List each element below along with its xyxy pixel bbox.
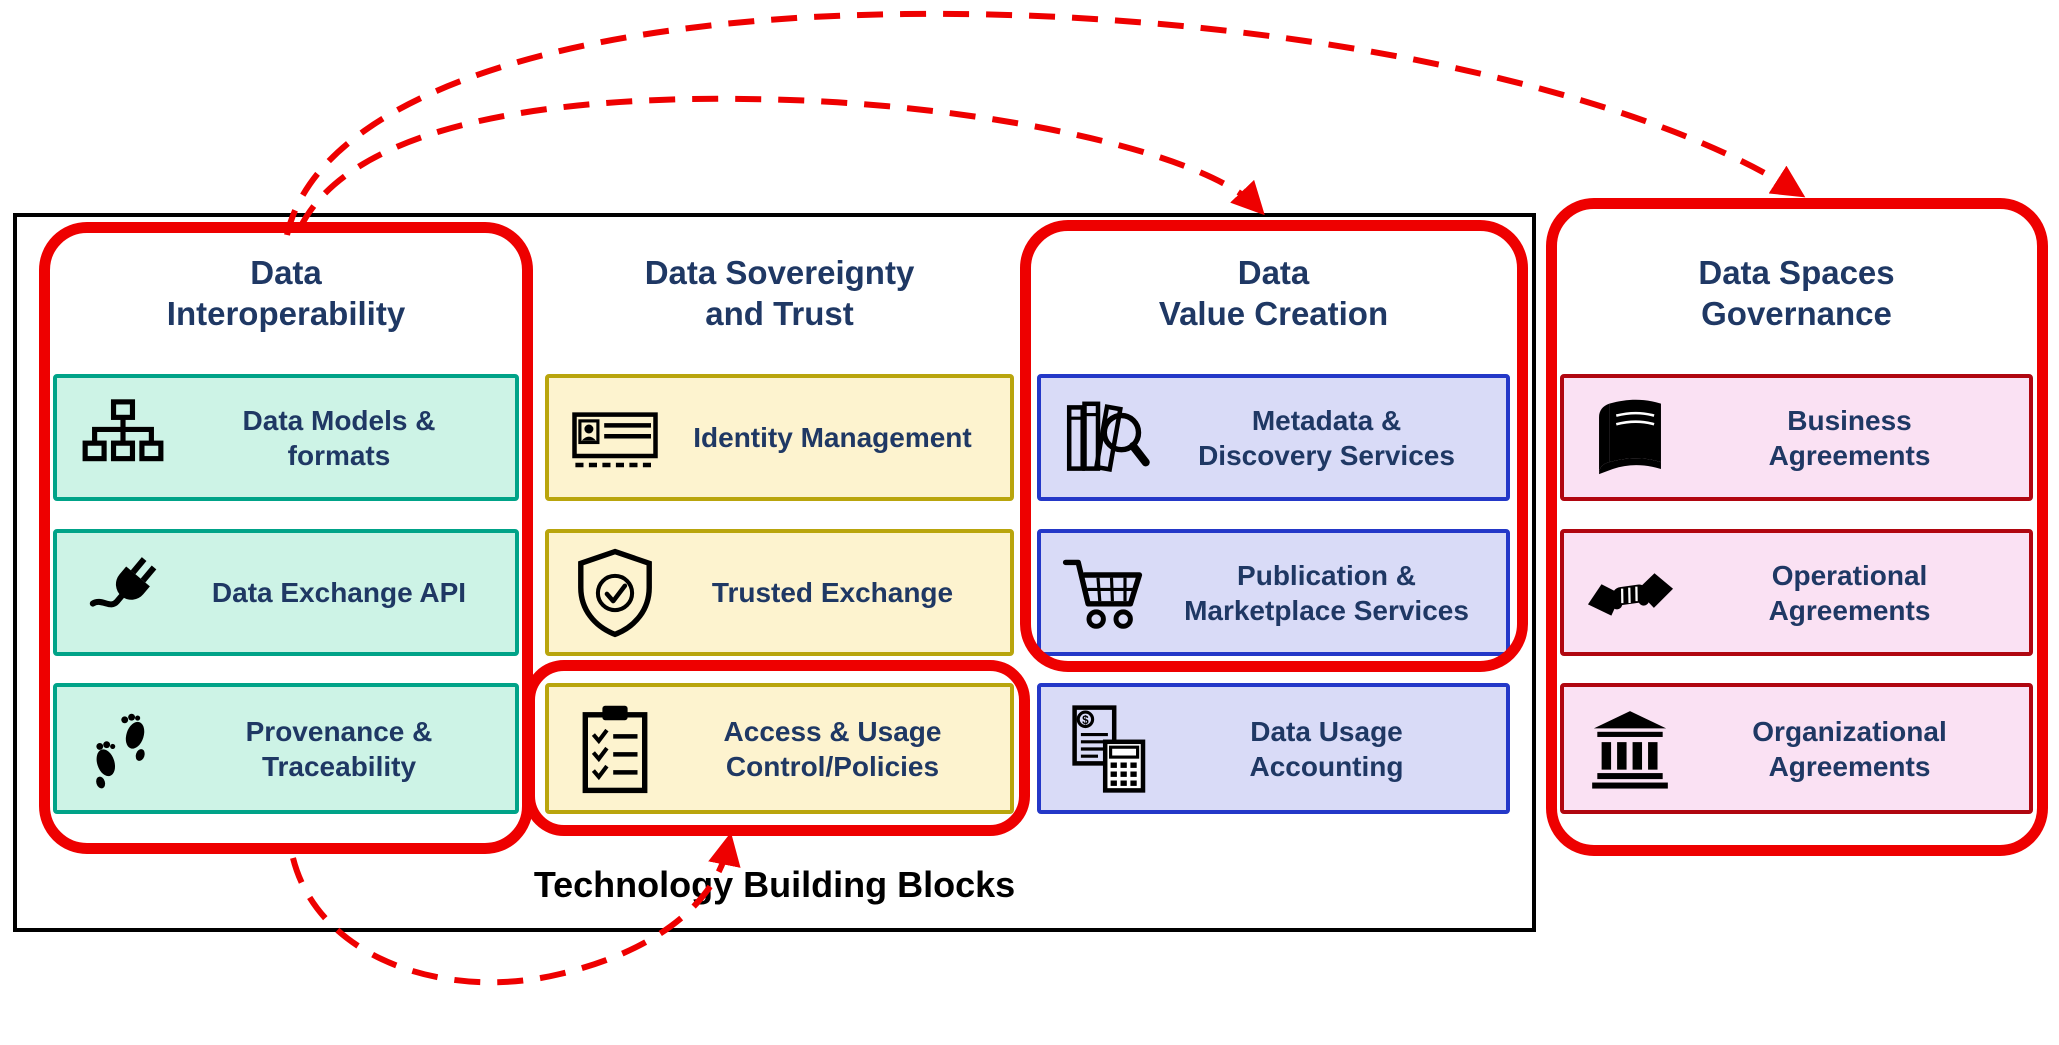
arrow-interoperability-to-governance [284,10,1806,236]
block-organizational-agreements: Organizational Agreements [1560,683,2033,814]
title-data-value-creation: Data Value Creation [1158,254,1389,332]
svg-text:$: $ [1082,713,1089,726]
block-label: Data Models & formats [242,404,436,471]
books-magnifier-icon [1057,388,1157,488]
block-label: Publication & Marketplace Services [1184,559,1469,626]
block-operational-agreements: Operational Agreements [1560,529,2033,656]
block-label: Business Agreements [1768,404,1931,471]
block-data-exchange-api: Data Exchange API [53,529,519,656]
block-identity-management: Identity Management [545,374,1014,501]
block-label: Operational Agreements [1768,559,1931,626]
block-trusted-exchange: Trusted Exchange [545,529,1014,656]
block-data-usage-accounting: $ Data Usage Accounting [1037,683,1510,814]
book-icon [1580,388,1680,488]
block-access-usage-control-policies: Access & Usage Control/Policies [545,683,1014,814]
block-label: Identity Management [693,422,972,453]
block-label: Data Usage Accounting [1249,715,1404,782]
invoice-calculator-icon: $ [1057,699,1157,799]
clipboard-checklist-icon [565,699,665,799]
block-label: Data Exchange API [211,577,467,608]
block-publication-marketplace-services: Publication & Marketplace Services [1037,529,1510,656]
block-label: Access & Usage Control/Policies [723,715,942,782]
shield-check-icon [565,543,665,643]
handshake-icon [1580,543,1680,643]
block-business-agreements: Business Agreements [1560,374,2033,501]
block-data-models-and-formats: Data Models & formats [53,374,519,501]
title-data-spaces-governance: Data Spaces Governance [1698,254,1895,332]
footprints-icon [73,699,173,799]
block-label: Organizational Agreements [1752,715,1947,782]
container-label: Technology Building Blocks [533,864,1016,905]
plug-icon [73,543,173,643]
block-label: Trusted Exchange [711,577,954,608]
shopping-cart-icon [1057,543,1157,643]
block-provenance-and-traceability: Provenance & Traceability [53,683,519,814]
block-label: Provenance & Traceability [245,715,433,782]
id-card-icon [565,388,665,488]
title-data-sovereignty-and-trust: Data Sovereignty and Trust [644,254,915,332]
block-label: Metadata & Discovery Services [1198,404,1455,471]
block-metadata-discovery-services: Metadata & Discovery Services [1037,374,1510,501]
bank-icon [1580,699,1680,799]
title-data-interoperability: Data Interoperability [166,254,406,332]
sitemap-icon [73,388,173,488]
arrow-interoperability-to-value-creation [297,95,1265,230]
